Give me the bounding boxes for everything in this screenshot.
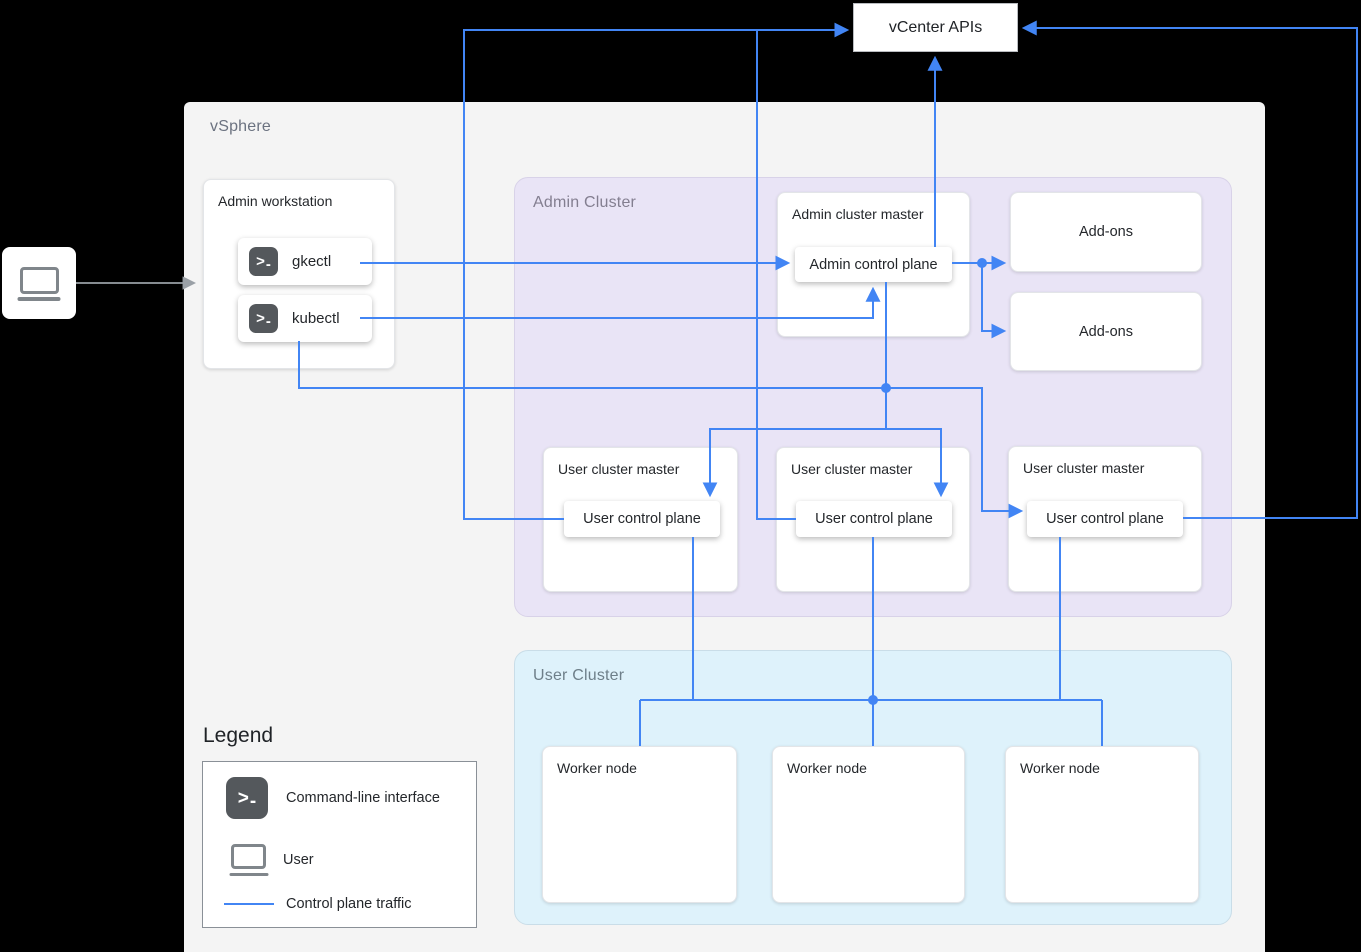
legend-item: Control plane traffic [224,896,411,912]
control-plane-line-swatch [224,903,274,905]
admin-control-plane-label: Admin control plane [809,256,938,273]
legend-item-label: User [283,852,314,868]
legend-title: Legend [203,724,274,747]
legend-box: >- Command-line interface User Control p… [202,761,477,928]
user-cluster-master-title: User cluster master [791,461,913,477]
kubectl-label: kubectl [292,310,340,327]
legend-item-label: Command-line interface [286,790,440,806]
vcenter-apis-label: vCenter APIs [888,18,983,36]
gkectl-item: >- gkectl [238,238,372,285]
user-box [2,247,76,319]
legend-item: >- Command-line interface [226,777,440,819]
admin-cluster-master-title: Admin cluster master [792,206,924,222]
laptop-icon [17,266,61,301]
user-control-plane-box: User control plane [1027,501,1183,537]
vcenter-apis-box: vCenter APIs [853,3,1018,52]
user-control-plane-label: User control plane [583,511,701,527]
worker-node-label: Worker node [557,760,637,776]
addons-label: Add-ons [1078,323,1133,340]
kubectl-item: >- kubectl [238,295,372,342]
addons-label: Add-ons [1078,224,1133,240]
vsphere-label: vSphere [210,118,271,135]
user-control-plane-box: User control plane [796,501,952,537]
worker-node-label: Worker node [1020,760,1100,776]
laptop-icon [229,844,268,876]
user-cluster-label: User Cluster [533,667,625,684]
user-control-plane-label: User control plane [815,511,933,527]
gkectl-label: gkectl [292,253,332,270]
admin-cluster-label: Admin Cluster [533,194,637,211]
user-cluster-master-title: User cluster master [1023,460,1145,476]
admin-control-plane-box: Admin control plane [795,247,952,282]
terminal-icon: >- [249,247,278,276]
worker-node-label: Worker node [787,760,867,776]
terminal-icon: >- [249,304,278,333]
addons-card: Add-ons [1010,192,1202,272]
user-control-plane-box: User control plane [564,501,720,537]
addons-card: Add-ons [1010,292,1202,371]
admin-workstation-title: Admin workstation [218,193,333,209]
legend-item: User [229,844,314,876]
legend-item-label: Control plane traffic [286,896,412,912]
admin-workstation-card: Admin workstation >- gkectl >- kubectl [203,179,395,369]
worker-node-card: Worker node [772,746,965,903]
terminal-icon: >- [226,777,268,819]
user-cluster-master-title: User cluster master [558,461,680,477]
worker-node-card: Worker node [1005,746,1199,903]
worker-node-card: Worker node [542,746,737,903]
user-control-plane-label: User control plane [1046,511,1164,527]
